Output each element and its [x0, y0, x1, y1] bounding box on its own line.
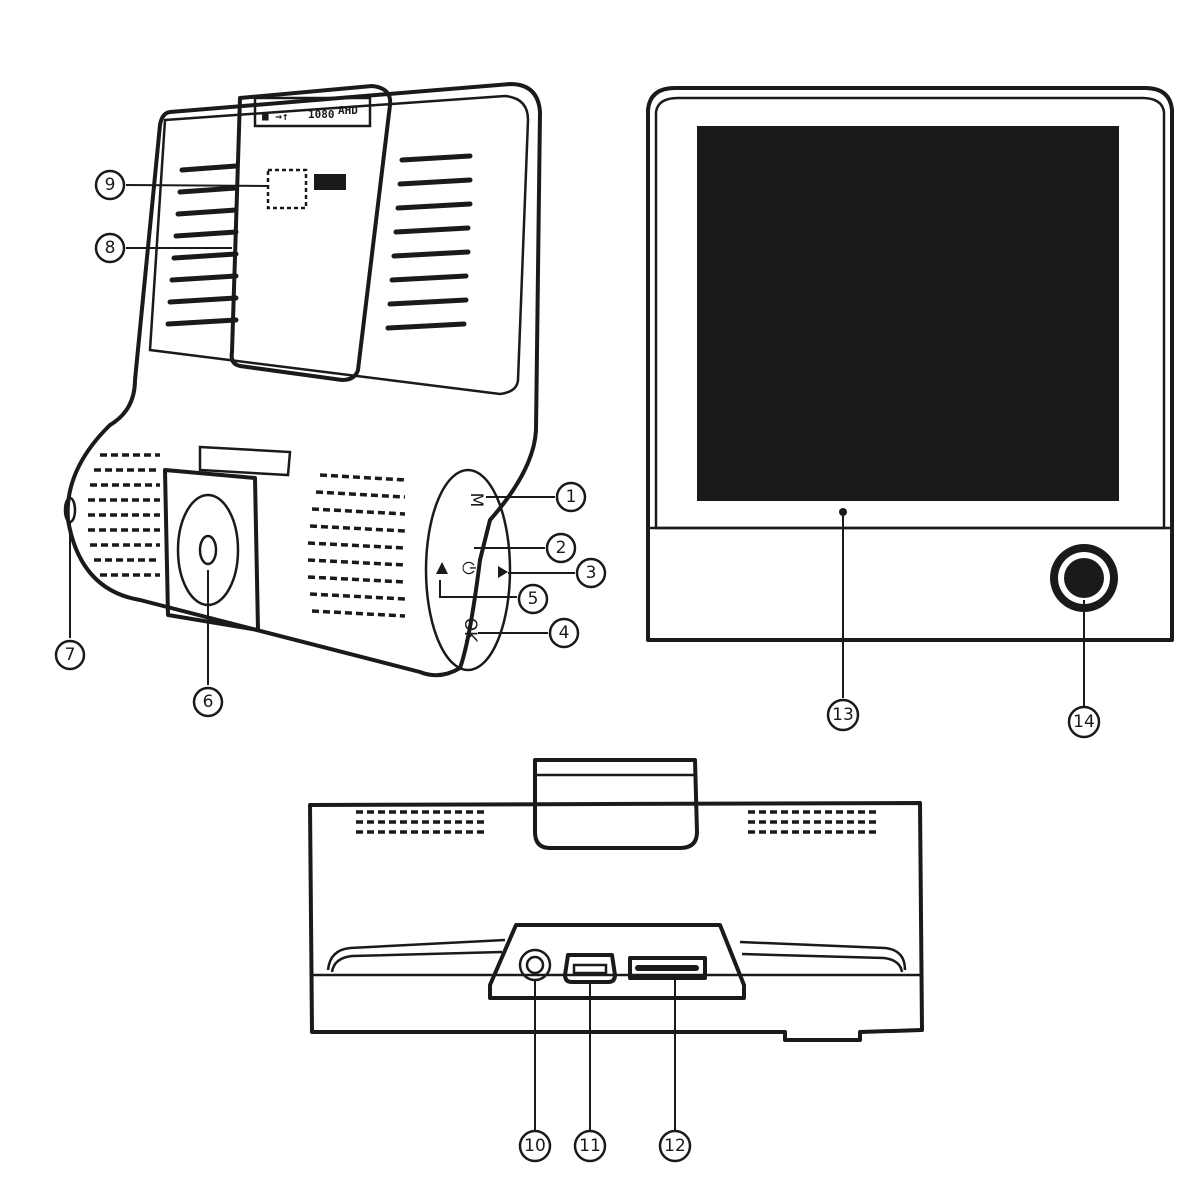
- callout-13: 13: [826, 698, 860, 732]
- callout-3: 3: [575, 557, 607, 589]
- screen-bezel: [646, 86, 1174, 642]
- svg-text:5: 5: [528, 589, 539, 609]
- svg-text:9: 9: [105, 175, 116, 195]
- svg-text:10: 10: [524, 1136, 546, 1156]
- spec-label-left: ■ →↑: [262, 110, 289, 123]
- device-front-view: [646, 86, 1174, 642]
- menu-button-symbol[interactable]: M: [466, 493, 486, 508]
- front-camera-lens: [1064, 558, 1104, 598]
- svg-text:1: 1: [566, 487, 577, 507]
- svg-text:14: 14: [1073, 712, 1095, 732]
- svg-text:8: 8: [105, 238, 116, 258]
- side-button-panel: [424, 468, 512, 672]
- mount-black-tab: [314, 174, 346, 190]
- spec-label-mid: 1080: [308, 108, 335, 121]
- front-indicator-dot: [839, 508, 847, 516]
- callout-10: 10: [518, 1129, 552, 1163]
- left-vent-slots: [165, 163, 239, 327]
- bottom-body: [308, 801, 924, 1042]
- spec-label-strip: [253, 96, 372, 128]
- callout-4: 4: [548, 617, 580, 649]
- spec-label-right: AHD: [338, 104, 358, 117]
- rear-camera-housing: [163, 468, 260, 632]
- mount-sticker: [266, 168, 308, 210]
- callout-8: 8: [94, 232, 126, 264]
- callout-5: 5: [517, 583, 549, 615]
- port-recess: [488, 923, 746, 1000]
- left-speaker-grille: [88, 453, 160, 577]
- svg-text:13: 13: [832, 705, 854, 725]
- ok-button-symbol[interactable]: OK: [460, 618, 480, 643]
- bottom-mount-tab: [533, 758, 699, 850]
- right-speaker-grille: [307, 473, 406, 618]
- callout-7: 7: [54, 639, 86, 671]
- callout-9: 9: [94, 169, 126, 201]
- display-screen: [697, 126, 1119, 501]
- bottom-right-grille: [748, 810, 878, 834]
- sd-card-slot[interactable]: [628, 956, 707, 980]
- up-button-arrow[interactable]: [436, 562, 448, 574]
- callout-12: 12: [658, 1129, 692, 1163]
- leader-lines: [69, 184, 1085, 1130]
- bottom-left-grille: [356, 810, 486, 834]
- svg-text:6: 6: [203, 692, 214, 712]
- callout-14: 14: [1067, 705, 1101, 739]
- callout-2: 2: [545, 532, 577, 564]
- device-bottom-view: [308, 758, 924, 1042]
- callout-6: 6: [192, 686, 224, 718]
- svg-text:2: 2: [556, 538, 567, 558]
- power-button-symbol[interactable]: ⏻: [458, 561, 478, 575]
- callout-11: 11: [573, 1129, 607, 1163]
- svg-text:3: 3: [586, 563, 597, 583]
- svg-text:11: 11: [579, 1136, 601, 1156]
- callout-1: 1: [555, 481, 587, 513]
- svg-text:4: 4: [559, 623, 570, 643]
- mini-usb-port[interactable]: [563, 953, 617, 984]
- svg-text:7: 7: [65, 645, 76, 665]
- device-angled-view: ■ →↑ 1080 AHD: [63, 82, 542, 678]
- down-button-arrow[interactable]: [498, 566, 508, 578]
- svg-text:12: 12: [664, 1136, 686, 1156]
- right-vent-slots: [385, 153, 473, 331]
